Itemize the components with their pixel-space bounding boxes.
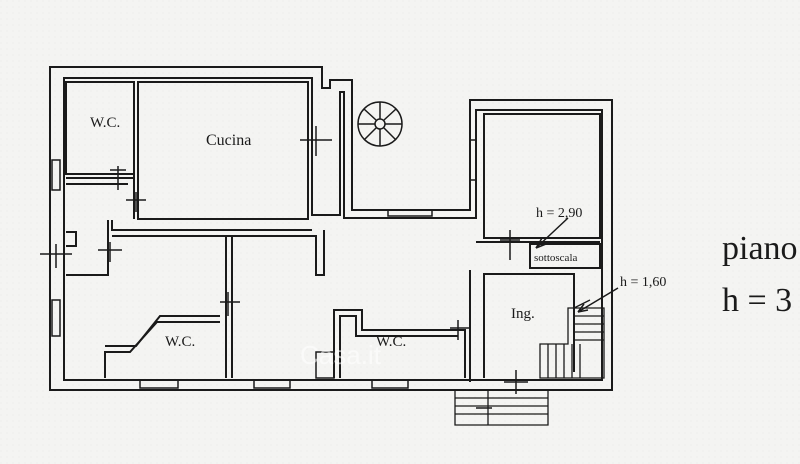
door-marks (40, 126, 528, 409)
watermark: Casa.it (300, 340, 382, 370)
wc-top-label: W.C. (90, 115, 120, 131)
ingresso-label: Ing. (511, 306, 535, 322)
sottoscala-label: sottoscala (534, 252, 577, 264)
height-label-upper: h = 2,90 (536, 206, 582, 221)
window-marks (51, 139, 477, 389)
kitchen-room (137, 81, 309, 220)
outer-wall (49, 66, 613, 391)
wc-mid-label: W.C. (376, 334, 406, 350)
ingresso-room (483, 273, 575, 378)
lower-left-rooms (104, 236, 233, 378)
kitchen-label: Cucina (206, 132, 251, 149)
floor-height-caption: h = 3 (722, 282, 793, 319)
entrance-steps (454, 390, 549, 426)
wc-mid-room (333, 309, 466, 378)
spiral-staircase (357, 101, 403, 147)
corridor-walls (66, 177, 325, 276)
floor-caption: piano (722, 230, 798, 267)
staircase (539, 299, 605, 379)
height-label-stair: h = 1,60 (620, 275, 666, 290)
height-arrows (535, 217, 619, 313)
wc-left-label: W.C. (165, 334, 195, 350)
sottoscala-box (529, 243, 601, 269)
